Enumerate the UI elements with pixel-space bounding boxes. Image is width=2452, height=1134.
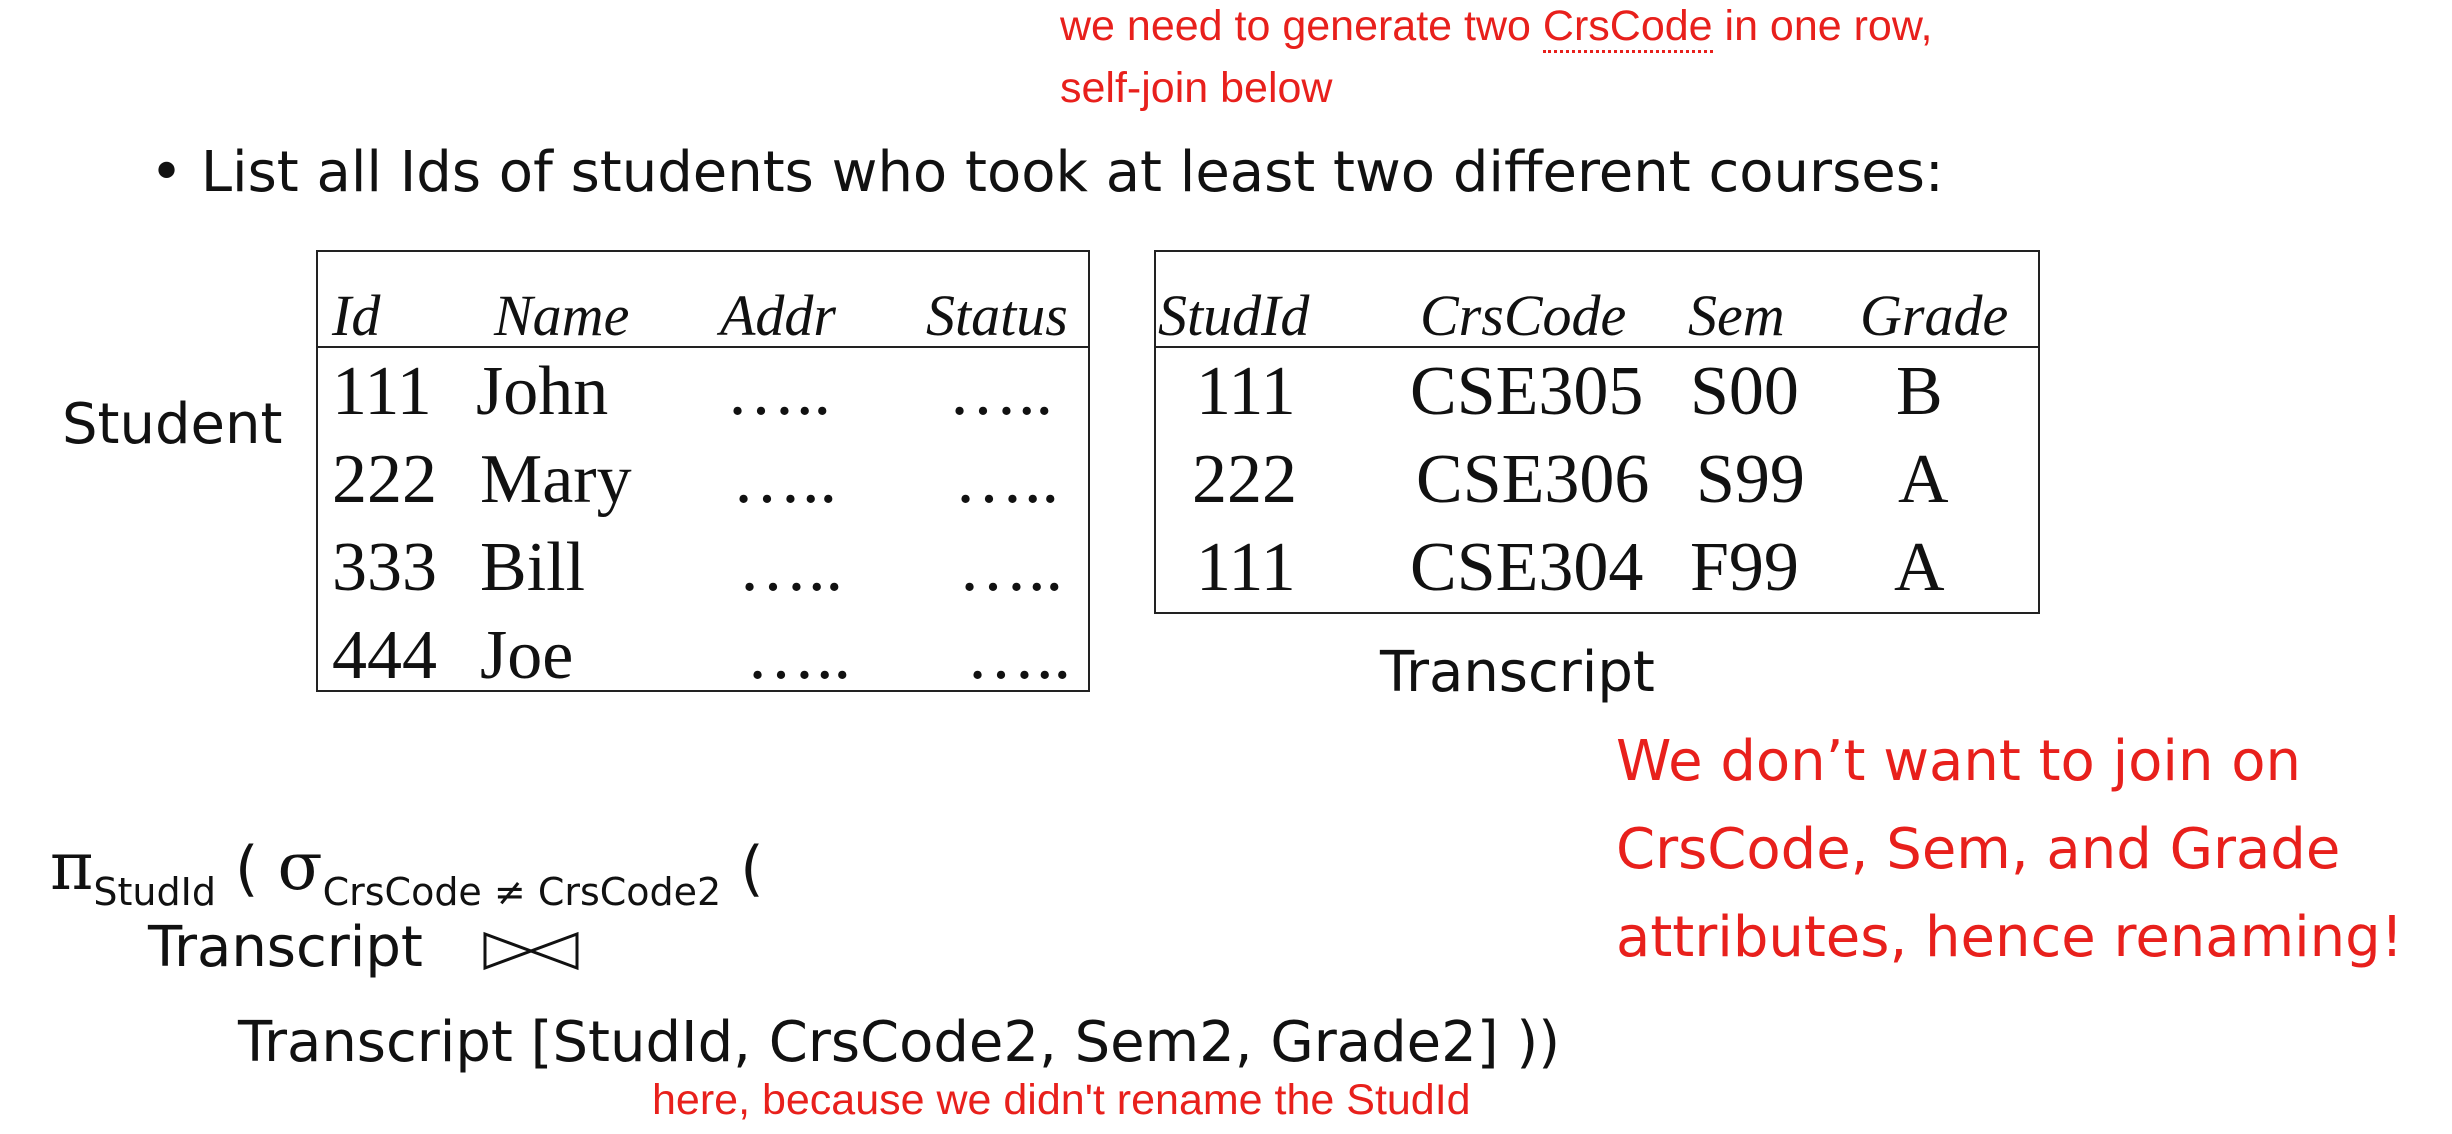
student-col-addr: Addr (720, 283, 836, 348)
open-paren-1: ( (215, 834, 278, 904)
transcript-cell-crscode: CSE306 (1416, 441, 1650, 518)
question: • List all Ids of students who took at l… (150, 140, 1944, 205)
note-top-line1-pre: we need to generate two (1060, 2, 1543, 50)
student-table-header: Id Name Addr Status (318, 252, 1088, 348)
transcript-cell-sem: S00 (1690, 353, 1799, 430)
transcript-cell-studid: 222 (1192, 441, 1297, 518)
student-cell-status: ….. (948, 353, 1053, 430)
bullet: • (150, 140, 184, 205)
transcript-col-sem: Sem (1688, 283, 1785, 348)
note-top-line1-post: in one row, (1712, 2, 1933, 50)
transcript-col-studid: StudId (1158, 283, 1310, 348)
transcript-cell-studid: 111 (1196, 353, 1296, 430)
sigma-subscript: CrsCode ≠ CrsCode2 (322, 870, 722, 914)
transcript-cell-crscode: CSE305 (1410, 353, 1644, 430)
student-col-id: Id (332, 283, 381, 348)
transcript-cell-sem: F99 (1690, 529, 1799, 606)
expression-transcript-1: Transcript (148, 915, 423, 980)
student-cell-name: Mary (480, 441, 632, 518)
transcript-col-grade: Grade (1860, 283, 2009, 348)
student-cell-status: ….. (958, 529, 1063, 606)
student-label: Student (62, 392, 283, 457)
pi-symbol: π (50, 828, 94, 905)
note-top-crscode-word: CrsCode (1542, 2, 1713, 53)
transcript-cell-crscode: CSE304 (1410, 529, 1644, 606)
student-cell-name: Joe (480, 617, 574, 694)
student-cell-id: 333 (332, 529, 437, 606)
student-cell-addr: ….. (732, 441, 837, 518)
transcript-col-crscode: CrsCode (1420, 283, 1627, 348)
question-text: List all Ids of students who took at lea… (200, 140, 1944, 205)
transcript-cell-grade: A (1898, 441, 1949, 518)
student-cell-id: 444 (332, 617, 437, 694)
student-cell-addr: ….. (726, 353, 831, 430)
expression-line3: Transcript [StudId, CrsCode2, Sem2, Grad… (238, 1010, 1561, 1075)
student-cell-name: John (476, 353, 609, 430)
sigma-symbol: σ (277, 828, 323, 905)
note-right: We don’t want to join on CrsCode, Sem, a… (1616, 718, 2403, 982)
student-cell-addr: ….. (738, 529, 843, 606)
student-col-name: Name (494, 283, 630, 348)
expression-line1: πStudId ( σCrsCode ≠ CrsCode2 ( (50, 828, 764, 914)
transcript-cell-grade: B (1896, 353, 1943, 430)
student-table: Id Name Addr Status 111 John ….. ….. 222… (316, 250, 1090, 694)
transcript-table: StudId CrsCode Sem Grade 111 CSE305 S00 … (1154, 250, 2040, 614)
note-right-line1: We don’t want to join on (1616, 729, 2302, 794)
transcript-table-header: StudId CrsCode Sem Grade (1156, 252, 2038, 348)
natural-join-icon (483, 931, 579, 971)
note-bottom: here, because we didn't rename the StudI… (652, 1076, 1471, 1124)
open-paren-2: ( (721, 834, 764, 904)
expression-line2: Transcript (148, 915, 581, 980)
note-top-line2: self-join below (1060, 64, 1333, 112)
student-cell-name: Bill (480, 529, 586, 606)
student-cell-status: ….. (966, 617, 1071, 694)
student-cell-id: 111 (332, 353, 432, 430)
student-cell-addr: ….. (746, 617, 851, 694)
student-col-status: Status (926, 283, 1068, 348)
transcript-cell-studid: 111 (1196, 529, 1296, 606)
note-right-line2: CrsCode, Sem, and Grade (1616, 817, 2341, 882)
student-cell-status: ….. (954, 441, 1059, 518)
transcript-label: Transcript (1380, 640, 1655, 705)
note-right-line3: attributes, hence renaming! (1616, 905, 2404, 970)
student-cell-id: 222 (332, 441, 437, 518)
transcript-cell-sem: S99 (1696, 441, 1805, 518)
pi-subscript: StudId (93, 870, 216, 914)
note-top: we need to generate two CrsCode in one r… (1060, 0, 1933, 53)
transcript-cell-grade: A (1894, 529, 1945, 606)
